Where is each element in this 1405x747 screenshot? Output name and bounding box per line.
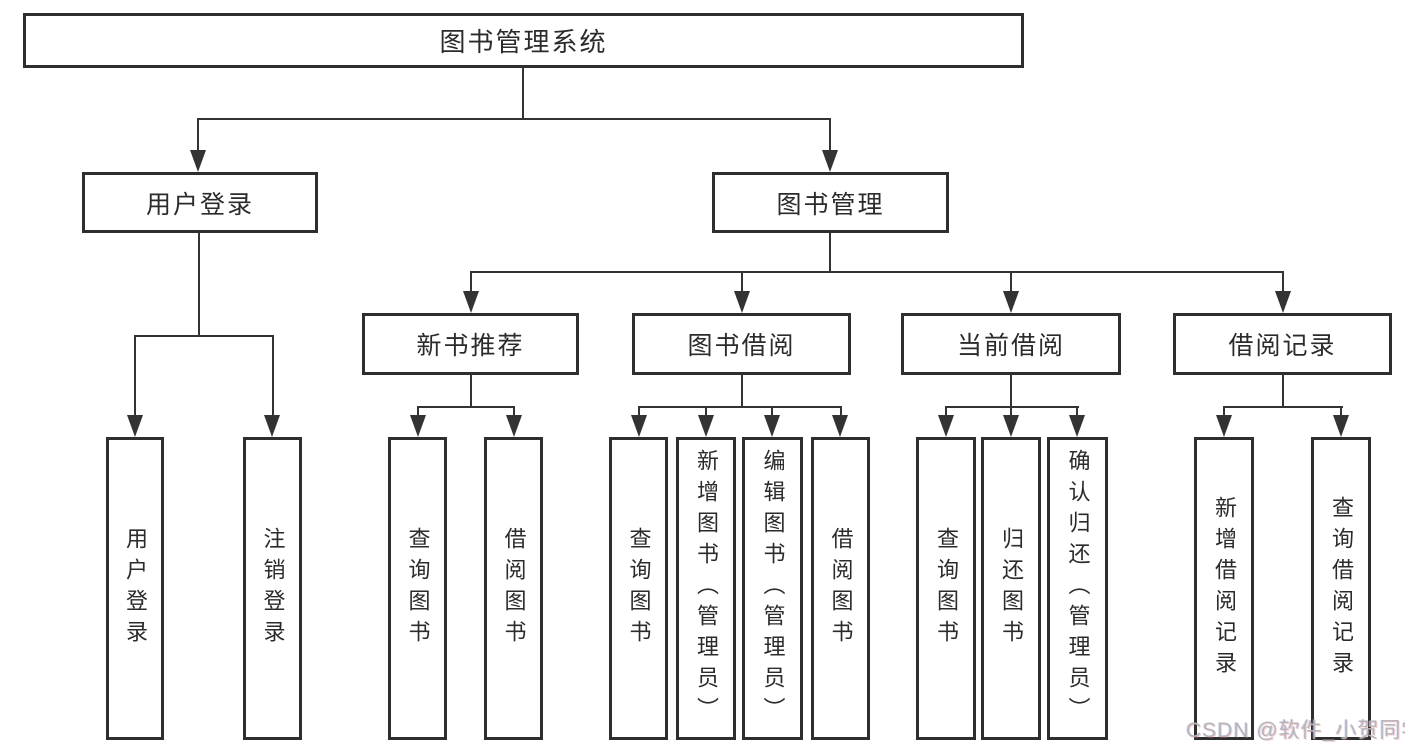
connector-root-rail — [198, 118, 831, 120]
node-borrow-records-label: 借阅记录 — [1228, 332, 1337, 360]
node-book-borrow: 图书借阅 — [632, 313, 851, 375]
connector-leaf-drop — [945, 406, 947, 416]
connector-records-stem — [1282, 375, 1284, 408]
leaf-newbook-borrow-books-label: 借阅图书 — [501, 526, 527, 651]
leaf-current-query-books: 查询图书 — [916, 437, 976, 740]
connector-books-stem — [829, 233, 831, 273]
node-new-book-recommend: 新书推荐 — [362, 313, 579, 375]
connector-user-drop — [197, 118, 199, 152]
connector-l3-drop — [741, 271, 743, 292]
node-user-login: 用户登录 — [82, 172, 318, 233]
connector-leaf-drop — [513, 406, 515, 416]
connector-records-rail — [1223, 406, 1343, 408]
leaf-current-confirm-return-admin-label: 确认归还（管理员） — [1065, 449, 1091, 728]
connector-current-stem — [1010, 375, 1012, 408]
node-user-login-label: 用户登录 — [145, 190, 254, 219]
csdn-watermark: CSDN @软件_小贺同学 — [1186, 719, 1405, 742]
leaf-records-query-record: 查询借阅记录 — [1311, 437, 1371, 740]
connector-user-rail — [134, 335, 274, 337]
leaf-records-query-record-label: 查询借阅记录 — [1329, 495, 1354, 682]
leaf-current-confirm-return-admin: 确认归还（管理员） — [1047, 437, 1108, 740]
connector-leaf-drop — [840, 406, 842, 416]
node-root: 图书管理系统 — [23, 13, 1024, 68]
arrow-down-icon — [734, 291, 750, 313]
leaf-user-login: 用户登录 — [106, 437, 164, 740]
node-borrow-records: 借阅记录 — [1173, 313, 1392, 375]
arrow-down-icon — [127, 415, 143, 437]
arrow-down-icon — [832, 415, 848, 437]
leaf-logout: 注销登录 — [243, 437, 302, 740]
connector-leaf-drop — [1340, 406, 1342, 416]
connector-leaf-drop — [638, 406, 640, 416]
arrow-down-icon — [1003, 291, 1019, 313]
leaf-newbook-query-books: 查询图书 — [388, 437, 447, 740]
connector-current-rail — [945, 406, 1079, 408]
connector-leaf-drop — [771, 406, 773, 416]
arrow-down-icon — [764, 415, 780, 437]
leaf-current-return-books-label: 归还图书 — [999, 526, 1024, 651]
connector-books-drop — [829, 118, 831, 152]
connector-newbook-stem — [470, 375, 472, 408]
leaf-newbook-borrow-books: 借阅图书 — [484, 437, 543, 740]
arrow-down-icon — [264, 415, 280, 437]
arrow-down-icon — [1216, 415, 1232, 437]
connector-leaf-drop — [1076, 406, 1078, 416]
connector-leaf-drop — [1010, 406, 1012, 416]
node-book-borrow-label: 图书借阅 — [687, 332, 796, 360]
leaf-borrow-edit-books-admin: 编辑图书（管理员） — [742, 437, 803, 740]
leaf-borrow-borrow-books-label: 借阅图书 — [828, 526, 854, 651]
leaf-borrow-edit-books-admin-label: 编辑图书（管理员） — [760, 449, 786, 728]
leaf-newbook-query-books-label: 查询图书 — [405, 526, 431, 651]
leaf-current-return-books: 归还图书 — [981, 437, 1041, 740]
connector-l3-drop — [1010, 271, 1012, 292]
arrow-down-icon — [190, 150, 206, 172]
connector-user-stem — [198, 233, 200, 336]
arrow-down-icon — [463, 291, 479, 313]
leaf-records-add-record-label: 新增借阅记录 — [1212, 495, 1237, 682]
leaf-borrow-query-books-label: 查询图书 — [626, 526, 652, 651]
arrow-down-icon — [822, 150, 838, 172]
connector-borrow-rail — [638, 406, 842, 408]
connector-borrow-stem — [741, 375, 743, 408]
connector-leaf-drop — [417, 406, 419, 416]
connector-root-stem — [522, 68, 524, 119]
node-current-borrow-label: 当前借阅 — [956, 332, 1065, 360]
node-root-label: 图书管理系统 — [439, 27, 608, 57]
leaf-borrow-query-books: 查询图书 — [609, 437, 668, 740]
arrow-down-icon — [698, 415, 714, 437]
leaf-borrow-add-books-admin-label: 新增图书（管理员） — [694, 449, 719, 728]
arrow-down-icon — [631, 415, 647, 437]
node-new-book-recommend-label: 新书推荐 — [416, 332, 525, 360]
connector-l3-drop — [470, 271, 472, 292]
arrow-down-icon — [938, 415, 954, 437]
arrow-down-icon — [1275, 291, 1291, 313]
connector-user-leaf-drop — [134, 335, 136, 416]
connector-l3-drop — [1282, 271, 1284, 292]
leaf-user-login-label: 用户登录 — [123, 526, 148, 651]
node-book-management-label: 图书管理 — [776, 190, 885, 219]
connector-leaf-drop — [705, 406, 707, 416]
arrow-down-icon — [1003, 415, 1019, 437]
node-current-borrow: 当前借阅 — [901, 313, 1121, 375]
arrow-down-icon — [410, 415, 426, 437]
leaf-records-add-record: 新增借阅记录 — [1194, 437, 1254, 740]
connector-newbook-rail — [417, 406, 515, 408]
connector-user-leaf-drop — [272, 335, 274, 416]
leaf-logout-label: 注销登录 — [260, 526, 286, 651]
arrow-down-icon — [1069, 415, 1085, 437]
leaf-borrow-add-books-admin: 新增图书（管理员） — [676, 437, 736, 740]
node-book-management: 图书管理 — [712, 172, 949, 233]
connector-books-rail — [470, 271, 1284, 273]
connector-leaf-drop — [1223, 406, 1225, 416]
arrow-down-icon — [506, 415, 522, 437]
leaf-borrow-borrow-books: 借阅图书 — [811, 437, 870, 740]
leaf-current-query-books-label: 查询图书 — [934, 526, 959, 651]
arrow-down-icon — [1333, 415, 1349, 437]
